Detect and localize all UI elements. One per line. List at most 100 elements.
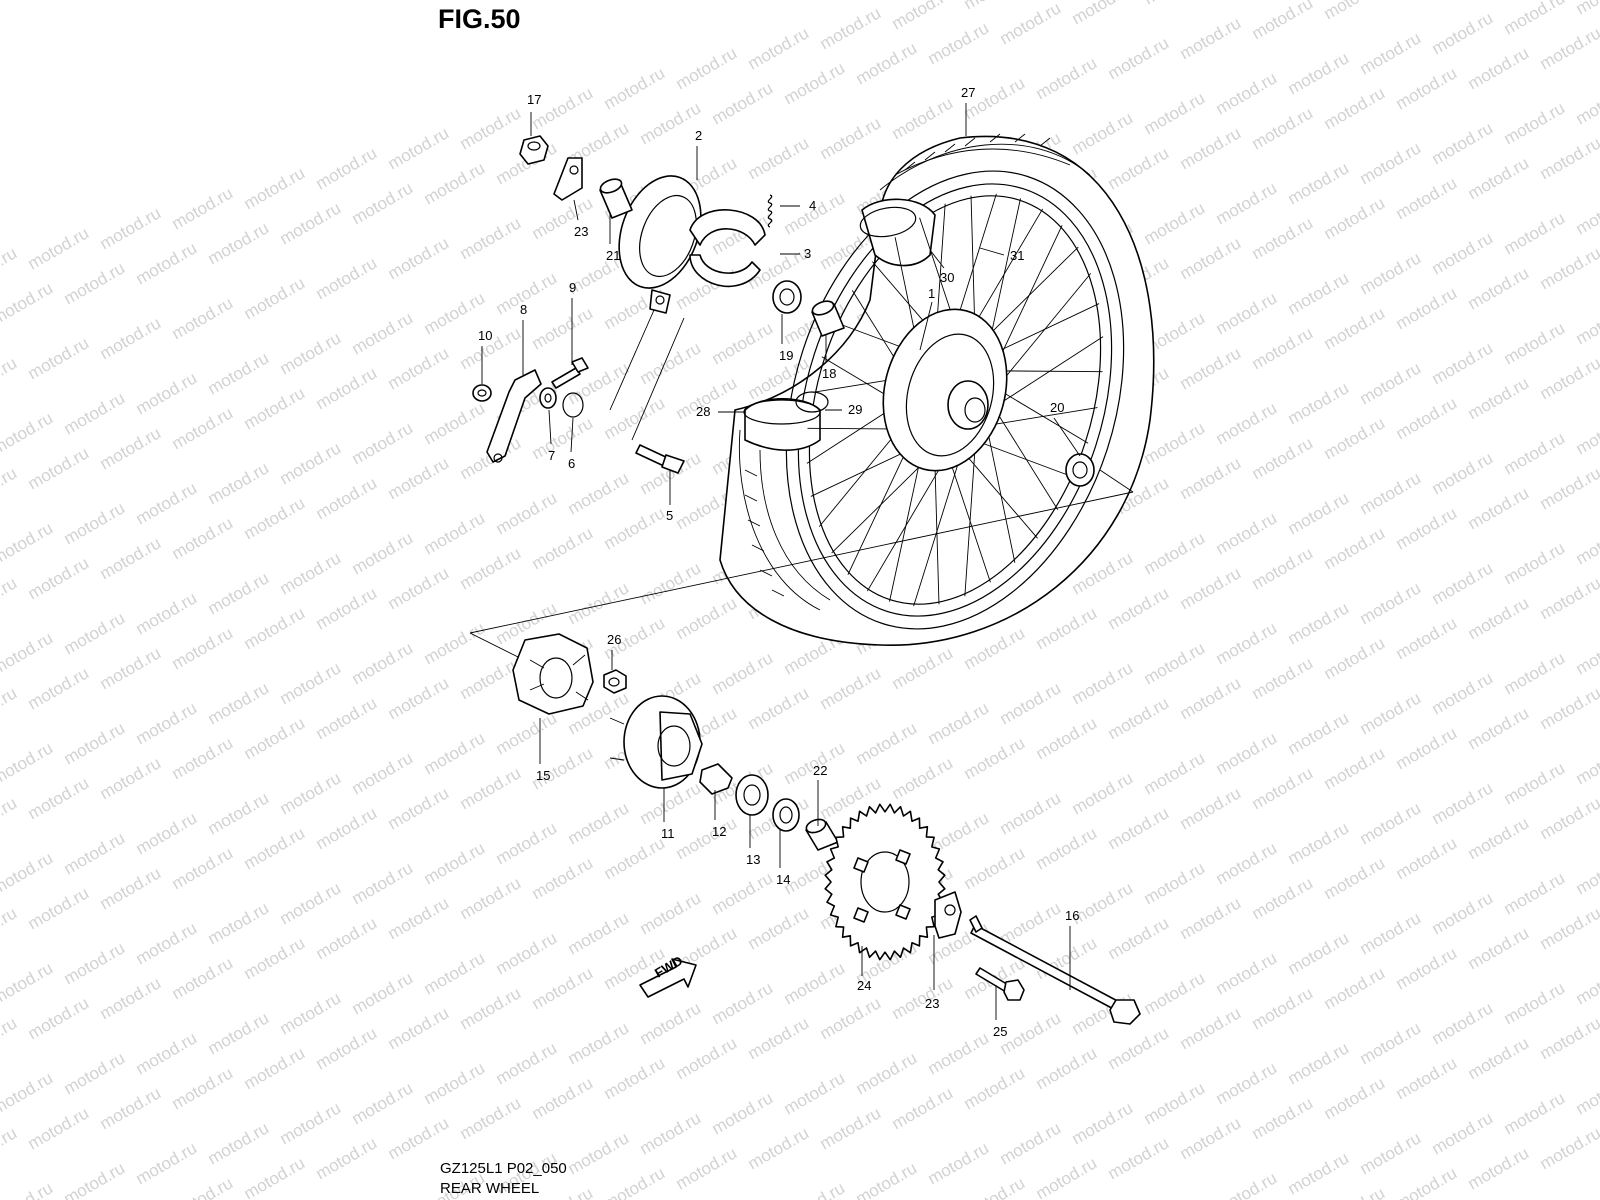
watermark-text: motod.ru xyxy=(1141,1078,1209,1128)
watermark-text: motod.ru xyxy=(1429,558,1497,608)
callout-label-4: 4 xyxy=(809,198,816,213)
callout-label-21: 21 xyxy=(606,248,620,263)
watermark-text: motod.ru xyxy=(1069,0,1137,28)
watermark-text: motod.ru xyxy=(1213,618,1281,668)
watermark-text: motod.ru xyxy=(1465,703,1533,753)
watermark-text: motod.ru xyxy=(997,898,1065,948)
watermark-text: motod.ru xyxy=(97,973,165,1023)
watermark-text: motod.ru xyxy=(961,733,1029,783)
watermark-text: motod.ru xyxy=(1105,1023,1173,1073)
watermark-text: motod.ru xyxy=(1249,873,1317,923)
watermark-text: motod.ru xyxy=(1177,1003,1245,1053)
callout-label-12: 12 xyxy=(712,824,726,839)
watermark-text: motod.ru xyxy=(277,438,345,488)
watermark-text: motod.ru xyxy=(1177,343,1245,393)
watermark-text: motod.ru xyxy=(1393,943,1461,993)
watermark-text: motod.ru xyxy=(1177,233,1245,283)
callout-label-2: 2 xyxy=(695,128,702,143)
watermark-text: motod.ru xyxy=(1105,33,1173,83)
watermark-text: motod.ru xyxy=(1105,583,1173,633)
watermark-text: motod.ru xyxy=(0,518,56,568)
watermark-text: motod.ru xyxy=(277,768,345,818)
spoke xyxy=(964,450,976,597)
watermark-text: motod.ru xyxy=(1105,693,1173,743)
watermark-text: motod.ru xyxy=(1357,1128,1425,1178)
brake-shoe-3 xyxy=(689,209,766,288)
watermark-text: motod.ru xyxy=(1357,798,1425,848)
watermark-text: motod.ru xyxy=(205,218,273,268)
watermark-text: motod.ru xyxy=(457,763,525,813)
watermark-text: motod.ru xyxy=(889,0,957,33)
spoke xyxy=(1000,370,1103,373)
watermark-text: motod.ru xyxy=(925,1028,993,1078)
watermark-text: motod.ru xyxy=(61,938,129,988)
watermark-text: motod.ru xyxy=(1033,823,1101,873)
watermark-text: motod.ru xyxy=(0,793,20,843)
callout-label-29: 29 xyxy=(848,402,862,417)
watermark-text: motod.ru xyxy=(421,618,489,668)
watermark-text: motod.ru xyxy=(385,1113,453,1163)
watermark-text: motod.ru xyxy=(529,963,597,1013)
watermark-text: motod.ru xyxy=(1429,118,1497,168)
watermark-text: motod.ru xyxy=(1213,728,1281,778)
watermark-text: motod.ru xyxy=(349,748,417,798)
watermark-text: motod.ru xyxy=(0,278,56,328)
watermark-text: motod.ru xyxy=(1501,538,1569,588)
watermark-text: motod.ru xyxy=(0,683,20,733)
watermark-text: motod.ru xyxy=(565,468,633,518)
watermark-text: motod.ru xyxy=(997,788,1065,838)
watermark-text: motod.ru xyxy=(1285,488,1353,538)
watermark-text: motod.ru xyxy=(1573,1068,1600,1118)
watermark-text: motod.ru xyxy=(169,1173,237,1200)
watermark-text: motod.ru xyxy=(745,1123,813,1173)
watermark-text: motod.ru xyxy=(1357,248,1425,298)
watermark-text: motod.ru xyxy=(25,553,93,603)
callout-label-6: 6 xyxy=(568,456,575,471)
spoke xyxy=(1000,336,1104,404)
spacer-22 xyxy=(805,818,839,851)
bracket-23-upper xyxy=(553,157,583,201)
watermark-text: motod.ru xyxy=(1249,763,1317,813)
watermark-text: motod.ru xyxy=(0,903,20,953)
watermark-text: motod.ru xyxy=(1429,888,1497,938)
watermark-text: motod.ru xyxy=(1465,1033,1533,1083)
watermark-text: motod.ru xyxy=(97,863,165,913)
watermark-text: motod.ru xyxy=(1357,578,1425,628)
watermark-text: motod.ru xyxy=(1141,198,1209,248)
leader-line-30 xyxy=(929,249,945,269)
watermark-text: motod.ru xyxy=(1177,1113,1245,1163)
watermark-text: motod.ru xyxy=(241,163,309,213)
watermark-text: motod.ru xyxy=(385,673,453,723)
watermark-text: motod.ru xyxy=(1573,408,1600,458)
watermark-text: motod.ru xyxy=(97,203,165,253)
watermark-text: motod.ru xyxy=(817,3,885,53)
watermark-text: motod.ru xyxy=(1465,593,1533,643)
watermark-text: motod.ru xyxy=(1141,0,1209,8)
watermark-text: motod.ru xyxy=(25,333,93,383)
watermark-text: motod.ru xyxy=(61,1158,129,1200)
watermark-text: motod.ru xyxy=(1501,868,1569,918)
watermark-text: motod.ru xyxy=(709,78,777,128)
watermark-text: motod.ru xyxy=(1213,68,1281,118)
watermark-text: motod.ru xyxy=(1177,673,1245,723)
watermark-text: motod.ru xyxy=(277,988,345,1038)
watermark-text: motod.ru xyxy=(1249,213,1317,263)
watermark-text: motod.ru xyxy=(997,0,1065,48)
watermark-text: motod.ru xyxy=(1537,573,1600,623)
watermark-text: motod.ru xyxy=(349,418,417,468)
watermark-text: motod.ru xyxy=(637,338,705,388)
watermark-text: motod.ru xyxy=(421,158,489,208)
watermark-text: motod.ru xyxy=(673,43,741,93)
watermark-text: motod.ru xyxy=(1573,848,1600,898)
watermark-text: motod.ru xyxy=(961,843,1029,893)
nut-26 xyxy=(603,669,627,694)
watermark-text: motod.ru xyxy=(1573,518,1600,568)
watermark-text: motod.ru xyxy=(1573,738,1600,788)
watermark-text: motod.ru xyxy=(313,1133,381,1183)
watermark-text: motod.ru xyxy=(97,1083,165,1133)
watermark-text: motod.ru xyxy=(1537,683,1600,733)
callout-label-10: 10 xyxy=(478,328,492,343)
watermark-text: motod.ru xyxy=(889,93,957,143)
damper-15 xyxy=(512,633,594,715)
watermark-text: motod.ru xyxy=(97,533,165,583)
